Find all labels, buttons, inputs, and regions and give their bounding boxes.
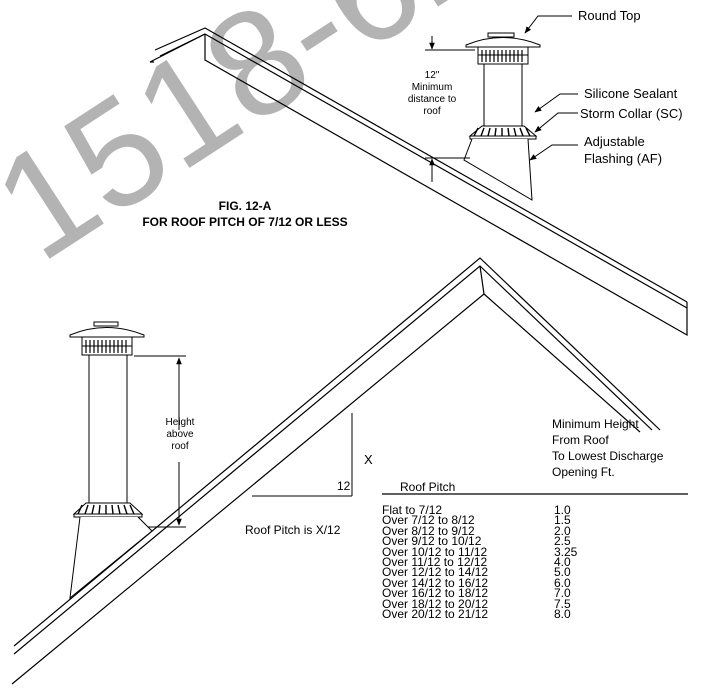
- figure-subtitle: FOR ROOF PITCH OF 7/12 OR LESS: [142, 215, 347, 229]
- roof-pitch-caption: Roof Pitch is X/12: [245, 523, 341, 537]
- top-callouts: [524, 15, 578, 161]
- collar-rim: [469, 135, 537, 140]
- pitch-height-table: Flat to 7/12 1.0 Over 7/12 to 8/12 1.5 Ove…: [382, 503, 702, 622]
- pitch-triangle: [252, 413, 353, 497]
- pitch-cell: Over 9/12 to 10/12: [382, 534, 482, 549]
- adjustable-label-line1: Adjustable: [584, 134, 645, 149]
- min-dist-line3: distance to: [408, 94, 457, 105]
- min-dist-line2: Minimum: [412, 82, 453, 93]
- pitch-cell: Over 12/12 to 14/12: [382, 565, 489, 580]
- bottom-flashing: [69, 516, 153, 600]
- silicone-sealant-label: Silicone Sealant: [584, 86, 678, 101]
- header-height-line2: From Roof: [552, 433, 609, 447]
- min-distance-dimension: [425, 36, 475, 182]
- min-dist-line1: 12": [425, 70, 440, 81]
- height-cell: 4.0: [554, 555, 571, 570]
- round-top-cap: [465, 37, 541, 48]
- bottom-collar-rim: [73, 513, 143, 518]
- pitch-x-label: X: [364, 452, 373, 467]
- height-cell: 2.0: [554, 523, 571, 538]
- table-row: Over 16/12 to 18/12 7.0: [382, 586, 702, 601]
- table-row: Flat to 7/12 1.0: [382, 503, 702, 517]
- pitch-cell: Over 8/12 to 9/12: [382, 523, 475, 538]
- header-height-line1: Minimum Height: [552, 417, 639, 431]
- pitch-12-label: 12: [337, 479, 351, 493]
- bottom-round-top-cap: [69, 327, 145, 338]
- table-header: Minimum Height From Roof To Lowest Disch…: [382, 417, 688, 495]
- round-top-label: Round Top: [578, 8, 641, 23]
- header-height-line3: To Lowest Discharge: [552, 449, 664, 463]
- top-roof: [149, 27, 688, 337]
- height-cell: 6.0: [554, 575, 571, 590]
- pitch-cell: Over 20/12 to 21/12: [382, 607, 489, 622]
- top-vent: [463, 32, 541, 201]
- adjustable-flashing: [463, 138, 533, 201]
- height-cell: 8.0: [554, 607, 571, 622]
- height-cell: 3.25: [554, 544, 578, 559]
- pitch-cell: Over 14/12 to 16/12: [382, 575, 489, 590]
- bottom-vent: [69, 321, 153, 600]
- height-line3: roof: [171, 441, 188, 452]
- figure-title: FIG. 12-A: [219, 199, 272, 213]
- vent-pipe: [483, 63, 523, 127]
- height-cell: 2.5: [554, 534, 571, 549]
- cap-knob: [487, 32, 515, 38]
- height-cell: 1.0: [554, 503, 571, 517]
- watermark: 1518-62: [0, 0, 519, 292]
- bottom-roof: [11, 257, 661, 685]
- height-cell: 7.0: [554, 586, 571, 601]
- table-row: Over 12/12 to 14/12 5.0: [382, 565, 702, 580]
- table-row: Over 10/12 to 11/12 3.25: [382, 544, 702, 559]
- watermark-text: 1518-62: [0, 0, 519, 292]
- height-cell: 1.5: [554, 513, 571, 528]
- height-line2: above: [166, 429, 194, 440]
- pitch-cell: Over 11/12 to 12/12: [382, 555, 488, 570]
- storm-collar-label: Storm Collar (SC): [580, 106, 683, 121]
- table-row: Over 14/12 to 16/12 6.0: [382, 575, 702, 590]
- pitch-cell: Over 18/12 to 20/12: [382, 596, 489, 611]
- height-cell: 5.0: [554, 565, 571, 580]
- storm-collar: [468, 125, 538, 137]
- header-height-line4: Opening Ft.: [552, 465, 615, 479]
- height-cell: 7.5: [554, 596, 571, 611]
- table-row: Over 20/12 to 21/12 8.0: [382, 607, 702, 622]
- table-row: Over 9/12 to 10/12 2.5: [382, 534, 702, 549]
- bottom-vent-pipe: [88, 354, 128, 504]
- bottom-cap-knob: [93, 321, 119, 327]
- adjustable-label-line2: Flashing (AF): [584, 151, 662, 166]
- pitch-cell: Over 16/12 to 18/12: [382, 586, 489, 601]
- min-dist-line4: roof: [423, 106, 440, 117]
- pitch-cell: Over 10/12 to 11/12: [382, 544, 488, 559]
- table-row: Over 18/12 to 20/12 7.5: [382, 596, 702, 611]
- height-dimension: [134, 355, 186, 528]
- height-line1: Height: [166, 417, 195, 428]
- header-roof-pitch: Roof Pitch: [400, 480, 455, 494]
- table-row: Over 7/12 to 8/12 1.5: [382, 513, 702, 528]
- pitch-cell: Flat to 7/12: [382, 503, 443, 517]
- pitch-cell: Over 7/12 to 8/12: [382, 513, 475, 528]
- table-row: Over 11/12 to 12/12 4.0: [382, 555, 702, 570]
- table-row: Over 8/12 to 9/12 2.0: [382, 523, 702, 538]
